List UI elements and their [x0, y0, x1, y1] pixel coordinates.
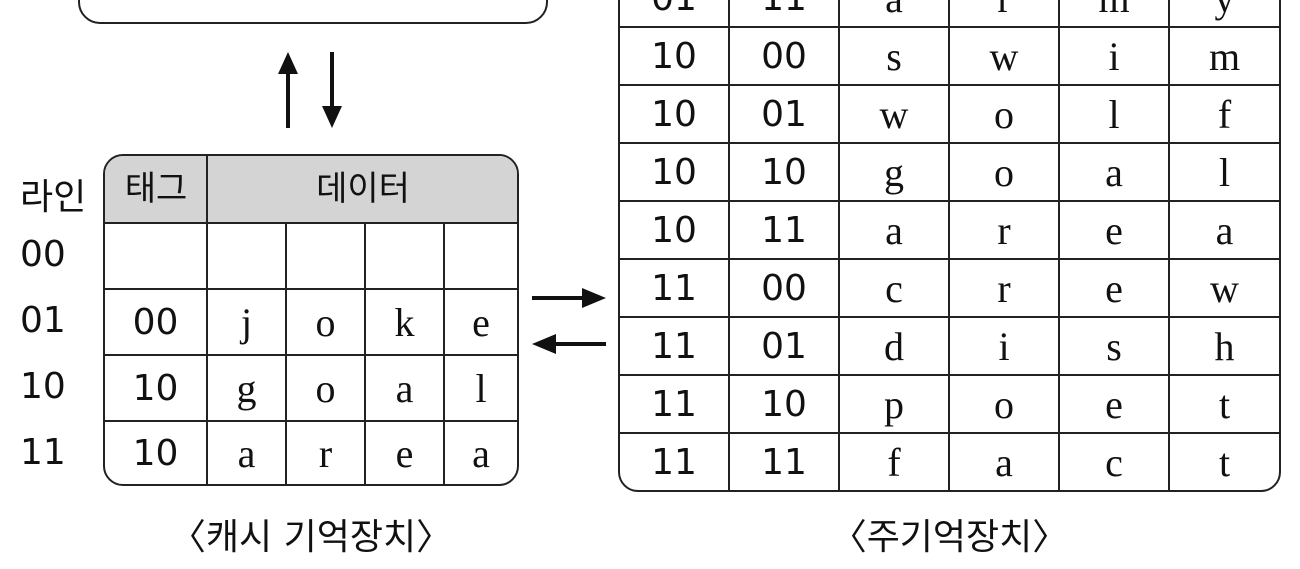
left-arrow-head [532, 334, 556, 354]
line-label-2: 10 [20, 366, 66, 407]
mem-data-0-2: m [1060, 0, 1168, 26]
line-label-1: 01 [20, 300, 66, 341]
mem-a-2: 10 [651, 93, 697, 135]
mem-a-6: 11 [651, 325, 697, 367]
cache-tag-2: 10 [132, 367, 179, 409]
mem-data-5-0: c [885, 265, 903, 311]
cache-data-3-0: a [237, 430, 256, 476]
line-header: 라인 [20, 177, 87, 218]
mem-data-4-0: a [885, 207, 903, 253]
mem-b-2: 01 [761, 93, 807, 135]
mem-a-7: 11 [651, 383, 697, 425]
mem-a-0: 01 [620, 0, 728, 26]
tag-header: 태그 [124, 169, 188, 209]
cache-data-0-0 [208, 224, 285, 288]
mem-data-1-2: i [1108, 33, 1120, 79]
mem-data-2-0: w [879, 91, 909, 137]
mem-data-7-2: e [1105, 381, 1123, 427]
line-label-0: 00 [20, 234, 66, 275]
mem-data-7-0: p [884, 381, 904, 427]
mem-data-1-0: s [886, 33, 902, 79]
cache-data-1-0: j [240, 299, 253, 345]
mem-a-5: 11 [651, 267, 697, 309]
main-memory-table: 01 11 a r m y 10 00 s w i m 10 01 w o l … [618, 0, 1281, 492]
mem-data-6-3: h [1214, 323, 1235, 369]
mem-data-0-3: y [1170, 0, 1279, 26]
mem-data-4-1: r [997, 207, 1011, 253]
up-down-arrows [278, 52, 342, 128]
mem-b-4: 11 [761, 209, 807, 251]
mem-data-5-1: r [997, 265, 1011, 311]
mem-b-8: 11 [761, 441, 807, 483]
mem-data-3-3: l [1218, 149, 1231, 195]
cache-data-2-2: a [395, 365, 414, 411]
cache-caption: 〈캐시 기억장치〉 [169, 517, 453, 558]
cache-data-2-0: g [236, 365, 257, 411]
mem-data-0-0: a [840, 0, 948, 26]
cache-memory-arrows [532, 288, 606, 354]
cache-data-2-3: l [475, 365, 487, 411]
mem-data-0-1: r [950, 0, 1058, 26]
mem-a-8: 11 [651, 441, 697, 483]
cache-data-1-1: o [315, 299, 336, 345]
mem-data-8-3: t [1218, 439, 1231, 485]
cache-data-0-3 [445, 224, 517, 288]
mem-data-1-1: w [989, 33, 1019, 79]
cache-data-3-1: r [318, 430, 333, 476]
right-arrow-head [582, 288, 606, 308]
cache-data-3-2: e [395, 430, 414, 476]
mem-data-6-1: i [998, 323, 1010, 369]
mem-b-5: 00 [761, 267, 807, 309]
memory-caption: 〈주기억장치〉 [830, 517, 1069, 558]
mem-b-6: 01 [761, 325, 807, 367]
mem-data-6-0: d [884, 323, 904, 369]
mem-data-6-2: s [1106, 323, 1122, 369]
mem-data-7-1: o [994, 381, 1014, 427]
cache-data-1-3: e [472, 299, 490, 345]
mem-data-8-0: f [887, 439, 901, 485]
mem-data-2-2: l [1108, 91, 1120, 137]
mem-data-2-3: f [1217, 91, 1232, 137]
mem-data-2-1: o [994, 91, 1014, 137]
cache-data-3-3: a [472, 430, 490, 476]
mem-data-1-3: m [1208, 33, 1241, 79]
mem-data-4-3: a [1215, 207, 1234, 253]
cache-data-0-1 [287, 224, 364, 288]
mem-data-3-1: o [994, 149, 1014, 195]
mem-b-1: 00 [761, 35, 807, 77]
cache-tag-1: 00 [132, 301, 179, 343]
mem-b-3: 10 [761, 151, 807, 193]
mem-b-0: 11 [730, 0, 838, 26]
mem-b-7: 10 [761, 383, 807, 425]
cache-table: 태그 데이터 00 j o k e 10 g o a l 10 a r e a [103, 154, 519, 486]
mem-data-5-3: w [1210, 265, 1239, 311]
cache-data-1-2: k [394, 299, 415, 345]
down-arrow-head [322, 106, 342, 128]
mem-data-8-2: c [1105, 439, 1123, 485]
cache-tag-0 [105, 224, 206, 288]
mem-data-8-1: a [995, 439, 1013, 485]
data-header: 데이터 [316, 169, 410, 209]
line-label-3: 11 [20, 432, 66, 473]
up-arrow-head [278, 52, 298, 74]
mem-a-3: 10 [651, 151, 697, 193]
cache-header-row [105, 156, 517, 224]
mem-data-7-3: t [1218, 381, 1231, 427]
mem-a-1: 10 [651, 35, 697, 77]
upper-component-box [78, 0, 548, 24]
mem-data-4-2: e [1105, 207, 1123, 253]
mem-data-5-2: e [1105, 265, 1123, 311]
mem-data-3-2: a [1105, 149, 1123, 195]
mem-a-4: 10 [651, 209, 697, 251]
cache-data-0-2 [366, 224, 443, 288]
mem-data-3-0: g [884, 149, 904, 195]
cache-data-2-1: o [315, 365, 336, 411]
cache-tag-3: 10 [132, 432, 179, 474]
